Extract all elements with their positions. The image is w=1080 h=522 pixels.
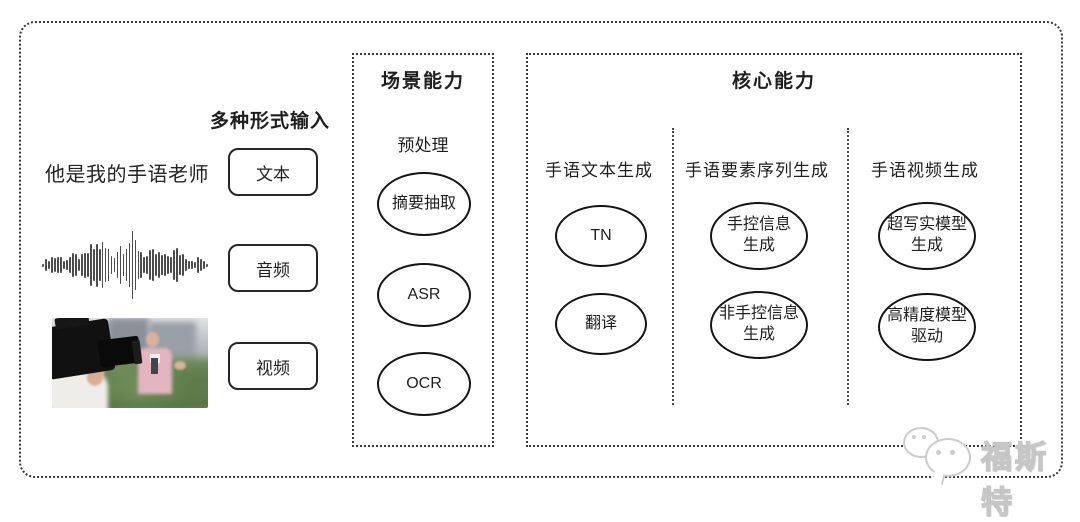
bubble-eye bbox=[950, 450, 955, 455]
bubble-eye bbox=[912, 435, 916, 439]
input-type-text-box: 文本 bbox=[228, 148, 318, 196]
wechat-chat-bubbles-icon bbox=[925, 438, 971, 477]
input-type-video-box: 视频 bbox=[228, 342, 318, 390]
node-tn: TN bbox=[555, 205, 647, 267]
input-type-audio-label: 音频 bbox=[256, 260, 290, 280]
input-type-audio-box: 音频 bbox=[228, 244, 318, 292]
scene-capability-panel: 场景能力 预处理 bbox=[352, 53, 494, 447]
node-asr: ASR bbox=[377, 263, 471, 327]
column-divider bbox=[672, 128, 674, 405]
scene-capability-title: 场景能力 bbox=[380, 71, 465, 92]
core-capability-title: 核心能力 bbox=[731, 71, 816, 92]
text-input-example: 他是我的手语老师 bbox=[45, 164, 209, 186]
node-summary-extraction: 摘要抽取 bbox=[377, 172, 471, 236]
input-type-text-label: 文本 bbox=[256, 164, 290, 184]
column-label-sign-video-generation: 手语视频生成 bbox=[871, 161, 979, 180]
column-divider bbox=[847, 128, 849, 405]
node-non-manual-info-generation: 非手控信息 生成 bbox=[710, 291, 808, 359]
video-example-photo bbox=[52, 318, 208, 408]
watermark-brand-text: 福斯特 bbox=[980, 439, 1049, 520]
preprocessing-label: 预处理 bbox=[397, 136, 449, 155]
photo-reporter-hand bbox=[173, 361, 186, 371]
core-capability-panel: 核心能力 bbox=[526, 53, 1022, 447]
node-high-precision-model-driving: 高精度模型 驱动 bbox=[878, 293, 976, 361]
node-translation: 翻译 bbox=[555, 293, 647, 355]
outer-dotted-frame bbox=[19, 21, 1063, 478]
photo-reporter-head bbox=[145, 332, 159, 348]
input-type-video-label: 视频 bbox=[256, 358, 290, 378]
input-section-title: 多种形式输入 bbox=[210, 111, 331, 132]
audio-waveform-icon bbox=[42, 227, 210, 303]
node-ocr: OCR bbox=[377, 352, 471, 416]
bubble-eye bbox=[936, 450, 941, 455]
column-label-sign-text-generation: 手语文本生成 bbox=[545, 161, 653, 180]
bubble-eye bbox=[922, 435, 926, 439]
node-manual-info-generation: 手控信息 生成 bbox=[710, 202, 808, 270]
node-hyperrealistic-model-generation: 超写实模型 生成 bbox=[878, 202, 976, 270]
photo-microphone bbox=[151, 357, 159, 374]
column-label-sign-element-sequence-generation: 手语要素序列生成 bbox=[685, 161, 829, 180]
